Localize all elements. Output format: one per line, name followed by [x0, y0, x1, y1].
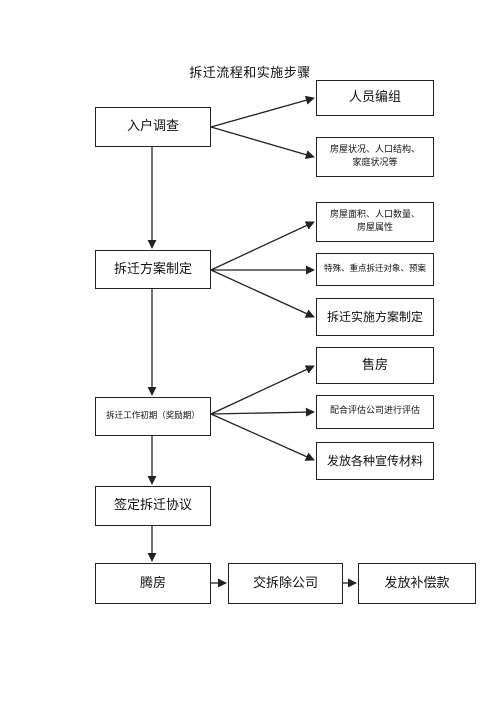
branch-publicity-materials: 发放各种宣传材料 — [316, 442, 434, 480]
arrow-initial-to-assessment — [210, 407, 315, 417]
step-initial-phase: 拆迁工作初期（奖励期） — [95, 397, 211, 436]
step-sign-agreement: 签定拆迁协议 — [95, 486, 211, 526]
branch-house-sale-label: 售房 — [361, 357, 388, 373]
diagram-title: 拆迁流程和实施步骤 — [189, 66, 311, 81]
step-household-survey-label: 入户调查 — [126, 119, 179, 135]
step-handover-demolition-label: 交拆除公司 — [252, 575, 318, 591]
step-sign-agreement-label: 签定拆迁协议 — [113, 498, 192, 514]
branch-assessment: 配合评估公司进行评估 — [316, 395, 434, 429]
arrow-plan-to-area — [210, 221, 315, 271]
step-household-survey: 入户调查 — [95, 107, 211, 147]
step-vacate-house-label: 腾房 — [139, 575, 166, 591]
branch-implementation-plan-label: 拆迁实施方案制定 — [326, 310, 423, 324]
step-pay-compensation: 发放补偿款 — [358, 563, 476, 604]
branch-special-targets: 特殊、重点拆迁对象、预案 — [316, 253, 434, 286]
step-plan-formulation: 拆迁方案制定 — [95, 250, 211, 289]
branch-area-population: 房屋面积、人口数量、 房屋属性 — [316, 202, 434, 242]
step-handover-demolition: 交拆除公司 — [228, 563, 343, 604]
branch-assessment-label: 配合评估公司进行评估 — [329, 406, 420, 417]
arrow-initial-to-sell — [210, 365, 315, 415]
step-initial-phase-label: 拆迁工作初期（奖励期） — [106, 411, 200, 422]
branch-implementation-plan: 拆迁实施方案制定 — [316, 298, 434, 336]
step-pay-compensation-label: 发放补偿款 — [384, 575, 450, 591]
branch-housing-status: 房屋状况、人口结构、 家庭状况等 — [316, 137, 434, 177]
arrow-survey-to-personnel — [210, 95, 315, 128]
arrow-survey-to-housing — [210, 126, 315, 160]
step-plan-formulation-label: 拆迁方案制定 — [113, 261, 192, 277]
branch-personnel-grouping-label: 人员编组 — [348, 90, 401, 106]
branch-area-population-label: 房屋面积、人口数量、 房屋属性 — [329, 209, 420, 234]
branch-house-sale: 售房 — [316, 347, 434, 384]
branch-special-targets-label: 特殊、重点拆迁对象、预案 — [323, 264, 426, 275]
arrow-initial-to-publicity — [210, 413, 315, 461]
branch-publicity-materials-label: 发放各种宣传材料 — [326, 454, 423, 468]
branch-personnel-grouping: 人员编组 — [316, 80, 434, 116]
step-vacate-house: 腾房 — [95, 563, 211, 604]
branch-housing-status-label: 房屋状况、人口结构、 家庭状况等 — [329, 144, 420, 169]
arrow-plan-to-implementation — [210, 269, 315, 318]
